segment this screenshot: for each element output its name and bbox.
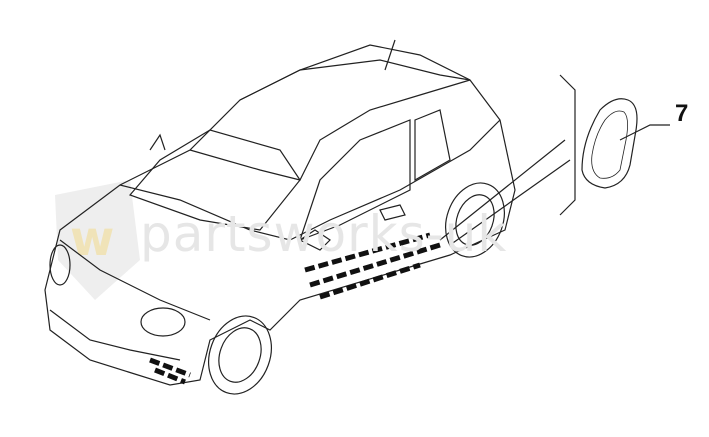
wheels xyxy=(49,182,505,395)
headlight xyxy=(140,307,186,337)
trim-panel-part xyxy=(581,98,638,189)
watermark-logo: w xyxy=(55,180,140,300)
watermark-text: partsworks-uk xyxy=(140,205,508,263)
side-skirt-highlight xyxy=(149,232,441,385)
headlight-left xyxy=(49,244,71,286)
leader-lines xyxy=(439,74,670,246)
car-body xyxy=(44,39,516,386)
callout-number: 7 xyxy=(675,100,689,127)
svg-text:w: w xyxy=(70,211,114,267)
